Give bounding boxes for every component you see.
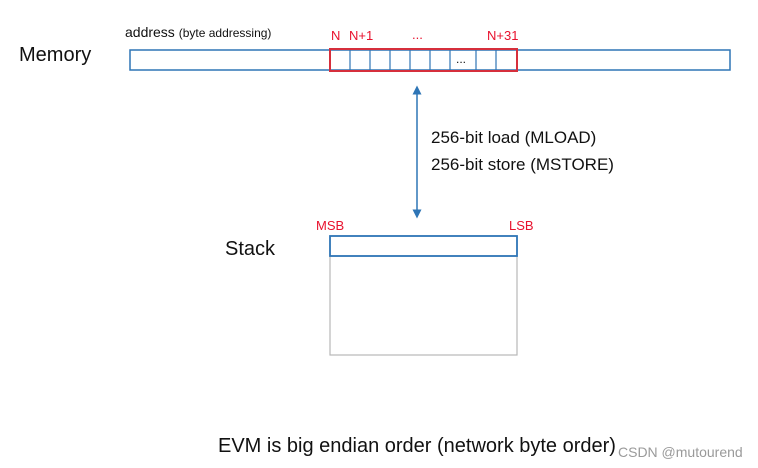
stack-body xyxy=(329,255,518,356)
mstore-label: 256-bit store (MSTORE) xyxy=(431,155,614,174)
address-label: address xyxy=(125,24,175,40)
stack-top-word xyxy=(329,235,518,257)
endian-caption: EVM is big endian order (network byte or… xyxy=(218,435,616,457)
byte-label-n-plus-1: N+1 xyxy=(349,28,374,43)
msb-label: MSB xyxy=(316,218,345,233)
memory-word-highlight xyxy=(329,48,518,72)
lsb-label: LSB xyxy=(509,218,534,233)
watermark: CSDN @mutourend xyxy=(618,444,743,460)
byte-cell-ellipsis: ... xyxy=(456,52,467,66)
mload-label: 256-bit load (MLOAD) xyxy=(431,128,597,147)
memory-byte-cells xyxy=(349,50,497,70)
byte-label-ellipsis: ... xyxy=(412,27,423,42)
memory-label: Memory xyxy=(19,44,92,66)
byte-label-n-plus-31: N+31 xyxy=(487,28,519,43)
address-label-group: address (byte addressing) xyxy=(125,24,271,40)
byte-label-n: N xyxy=(331,28,341,43)
stack-label: Stack xyxy=(225,238,276,260)
address-note: (byte addressing) xyxy=(178,26,272,40)
